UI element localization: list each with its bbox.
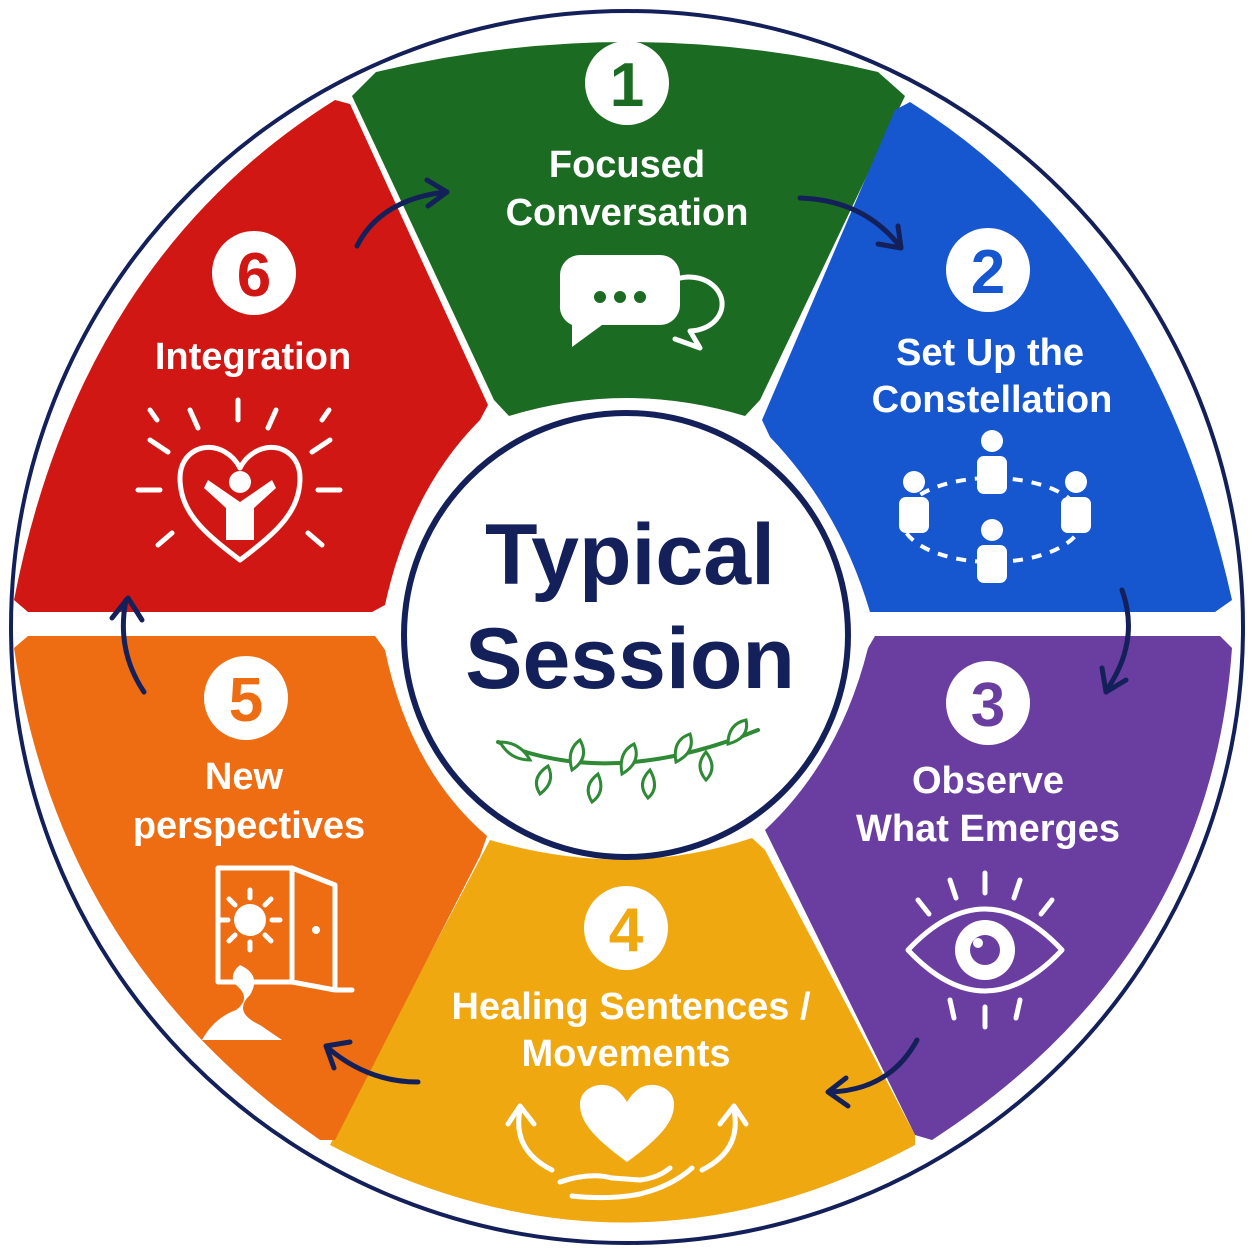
leaf-branch-icon — [496, 718, 760, 805]
radiant-heart-person-icon — [135, 397, 343, 563]
step-4-number: 4 — [609, 896, 644, 965]
people-circle-icon — [899, 430, 1091, 583]
arrow-1-to-2 — [797, 195, 904, 251]
step-1-label-line1: Focused — [549, 144, 705, 186]
segment-4-healing-sentences: 4 Healing Sentences / Movements — [330, 838, 915, 1223]
arrow-2-to-3 — [1099, 587, 1131, 695]
step-6-label: Integration — [155, 336, 351, 378]
cycle-arrows — [109, 177, 1131, 1109]
center-title-line2: Session — [465, 611, 795, 707]
segment-2-shape — [762, 102, 1232, 612]
center-title-line1: Typical — [485, 507, 775, 603]
arrow-6-to-1 — [354, 177, 450, 249]
center-hub: Typical Session — [401, 410, 851, 860]
step-2-label-line2: Constellation — [872, 379, 1113, 421]
segment-1-focused-conversation: 1 Focused Conversation — [352, 41, 905, 416]
step-5-number: 5 — [229, 666, 263, 735]
step-1-number: 1 — [610, 51, 644, 120]
arrow-3-to-4 — [825, 1037, 920, 1109]
step-4-label-line2: Movements — [521, 1033, 730, 1075]
step-5-label-line2: perspectives — [133, 805, 365, 847]
heart-hand-icon — [505, 1084, 749, 1201]
arrow-4-to-5 — [323, 1039, 421, 1085]
segment-3-shape — [765, 636, 1232, 1140]
step-6-number: 6 — [237, 241, 271, 310]
chat-bubbles-icon — [559, 255, 725, 351]
segment-1-shape — [352, 42, 905, 416]
segment-4-shape — [330, 838, 915, 1223]
step-3-label-line2: What Emerges — [856, 808, 1120, 850]
segment-3-observe-what-emerges: 3 Observe What Emerges — [765, 636, 1232, 1140]
arrow-5-to-6 — [109, 595, 147, 695]
step-2-label-line1: Set Up the — [896, 332, 1084, 374]
step-2-number: 2 — [971, 238, 1005, 307]
step-4-label-line1: Healing Sentences / — [451, 986, 810, 1028]
step-5-label-line1: New — [205, 756, 284, 798]
segment-5-new-perspectives: 5 New perspectives — [14, 636, 487, 1140]
step-3-label-line1: Observe — [912, 760, 1064, 802]
step-3-number: 3 — [971, 671, 1005, 740]
segment-2-set-up-constellation: 2 Set Up the Constellation — [762, 102, 1232, 612]
step-1-label-line2: Conversation — [506, 192, 749, 234]
eye-icon — [905, 870, 1065, 1030]
sun-door-path-icon — [202, 865, 355, 1040]
